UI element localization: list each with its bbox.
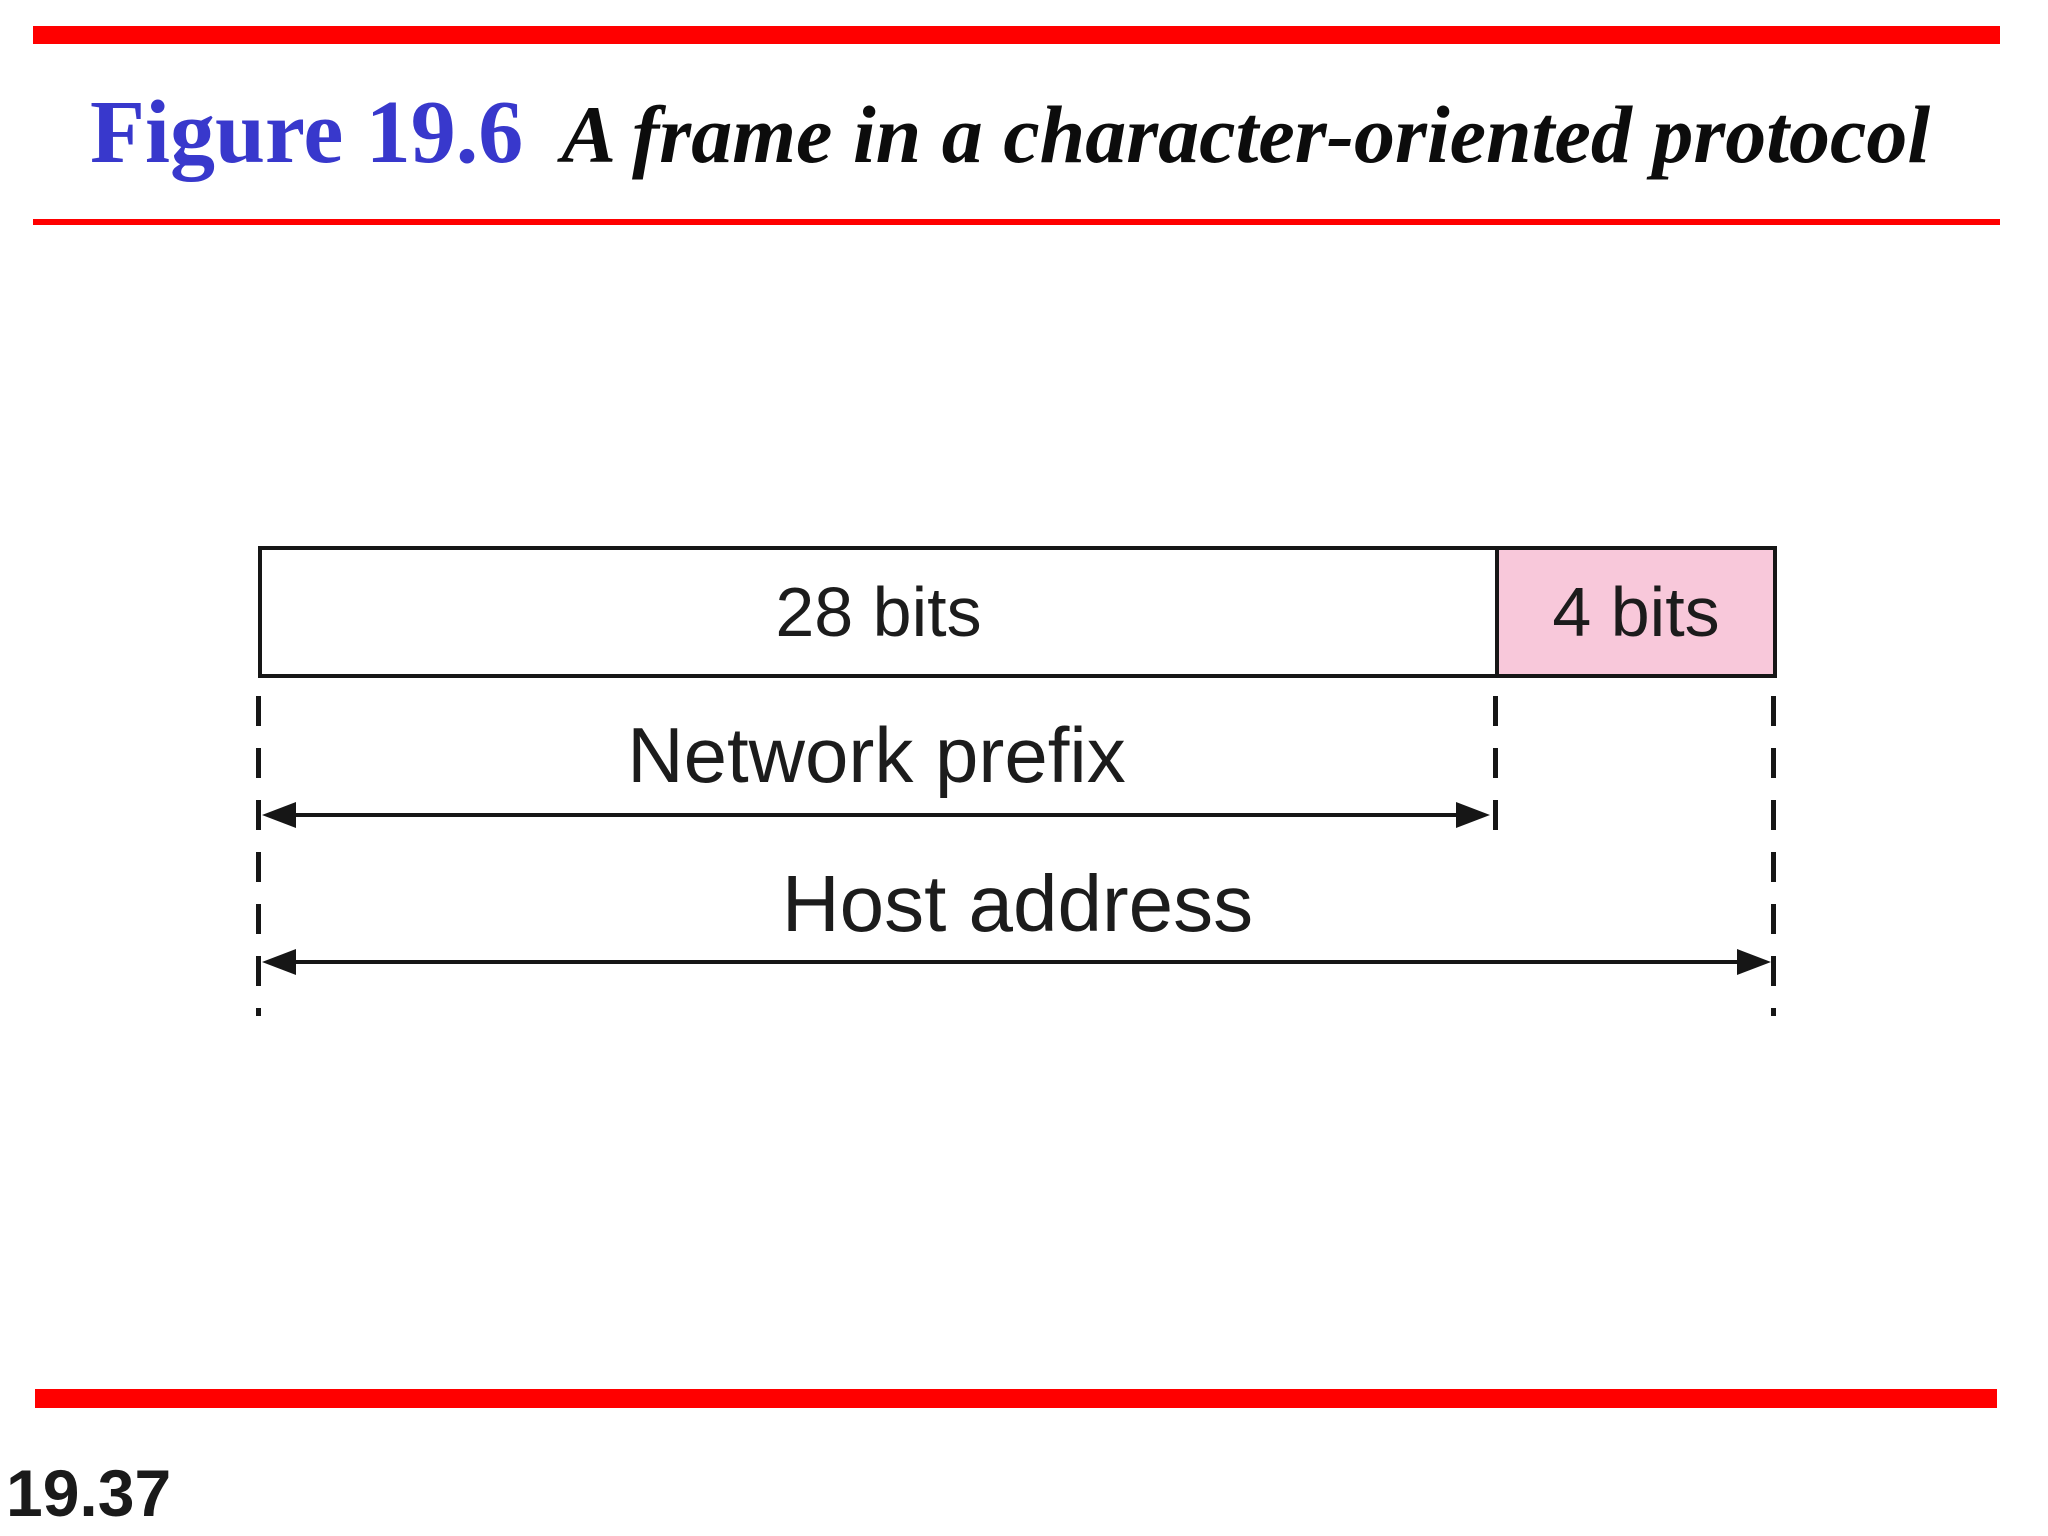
top-accent-bar <box>33 26 2000 44</box>
prefix-cell: 28 bits <box>262 550 1495 674</box>
arrow-shaft <box>286 960 1747 964</box>
arrowhead-right-icon <box>1737 949 1771 975</box>
figure-number: Figure 19.6 <box>90 83 524 182</box>
bit-field-box: 28 bits 4 bits <box>258 546 1777 678</box>
title-underline <box>33 219 2000 225</box>
suffix-cell: 4 bits <box>1495 550 1773 674</box>
page-number: 19.37 <box>6 1456 172 1530</box>
prefix-cell-label: 28 bits <box>775 573 982 651</box>
bottom-accent-bar <box>35 1389 1997 1408</box>
slide-title: Figure 19.6 A frame in a character-orien… <box>90 88 1990 178</box>
network-prefix-label: Network prefix <box>627 711 1126 799</box>
host-address-arrow <box>262 948 1771 976</box>
suffix-cell-label: 4 bits <box>1552 573 1720 651</box>
figure-caption: A frame in a character-oriented protocol <box>561 89 1931 180</box>
arrowhead-right-icon <box>1456 802 1490 828</box>
host-address-label: Host address <box>781 859 1254 948</box>
network-prefix-arrow <box>262 801 1490 829</box>
dashed-guide-middle <box>1493 696 1498 830</box>
arrow-shaft <box>286 813 1466 817</box>
dashed-guide-right <box>1771 696 1776 1016</box>
dashed-guide-left <box>256 696 261 1016</box>
